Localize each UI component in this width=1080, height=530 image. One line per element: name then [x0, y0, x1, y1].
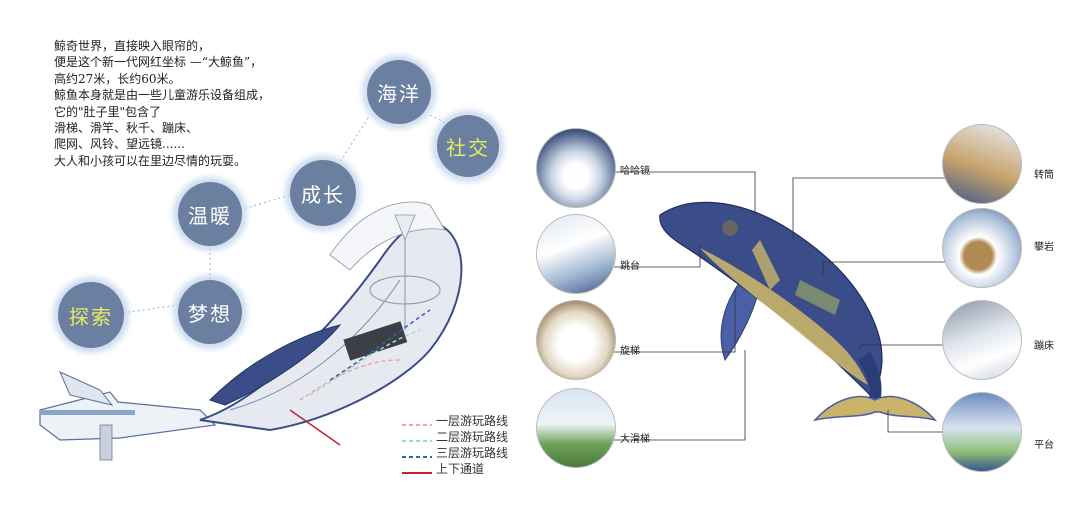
- legend-label: 上下通道: [436, 461, 485, 476]
- legend-item: 一层游玩路线: [400, 412, 508, 428]
- intro-line: 鲸奇世界，直接映入眼帘的，: [54, 39, 211, 53]
- legend-label: 三层游玩路线: [436, 445, 509, 460]
- callout-viewing-deck: 跳台: [620, 261, 640, 272]
- callout-leaders: [614, 171, 945, 441]
- thumbnail-viewing-deck: [536, 214, 616, 294]
- thumbnail-platform: [942, 392, 1022, 472]
- intro-line: 便是这个新一代网红坐标 —“大鲸鱼”，: [54, 55, 263, 70]
- intro-line: 滑梯、滑竿、秋千、蹦床、: [54, 121, 199, 136]
- thumbnail-climbing-rock: [942, 208, 1022, 288]
- legend-label: 一层游玩路线: [436, 413, 509, 428]
- intro-line: 鲸鱼本身就是由一些儿童游乐设备组成，: [54, 88, 271, 103]
- legend-swatches: [402, 424, 432, 474]
- callout-platform: 平台: [1034, 440, 1054, 451]
- thumbnail-big-slide: [536, 388, 616, 468]
- legend-label: 二层游玩路线: [436, 429, 509, 444]
- thumbnail-telescope: [536, 128, 616, 208]
- callout-big-slide: 大滑梯: [620, 434, 650, 445]
- bubble-dream: 梦想: [178, 280, 242, 344]
- callout-trampoline: 蹦床: [1034, 341, 1054, 352]
- right-whale-illustration: [659, 201, 938, 422]
- thumbnail-trampoline: [942, 300, 1022, 380]
- intro-line: 高约27米，长约60米。: [54, 71, 181, 86]
- callout-telescope: 哈哈镜: [620, 166, 650, 177]
- thumbnail-spiral-stair: [536, 300, 616, 380]
- legend-item: 二层游玩路线: [400, 428, 508, 444]
- intro-text: 鲸奇世界，直接映入眼帘的， 便是这个新一代网红坐标 —“大鲸鱼”， 高约27米，…: [54, 38, 354, 169]
- legend-item: 三层游玩路线: [400, 444, 508, 460]
- intro-line: 爬网、风铃、望远镜......: [54, 137, 185, 152]
- intro-line: 大人和小孩可以在里边尽情的玩耍。: [54, 153, 247, 168]
- bubble-ocean: 海洋: [367, 60, 431, 124]
- callout-climbing-rock: 攀岩: [1034, 242, 1054, 253]
- bubble-growth: 成长: [290, 160, 356, 226]
- callout-drum: 转筒: [1034, 170, 1054, 181]
- legend-item: 上下通道: [400, 460, 508, 476]
- bubble-social: 社交: [437, 115, 499, 177]
- left-whale-illustration: [39, 201, 463, 461]
- intro-line: 它的"肚子里"包含了: [54, 104, 162, 119]
- callout-spiral-stair: 旋梯: [620, 346, 640, 357]
- thumbnail-drum: [942, 124, 1022, 204]
- bubble-explore: 探索: [58, 282, 124, 348]
- bubble-warmth: 温暖: [178, 182, 242, 246]
- route-legend: 一层游玩路线 二层游玩路线 三层游玩路线 上下通道: [400, 412, 508, 476]
